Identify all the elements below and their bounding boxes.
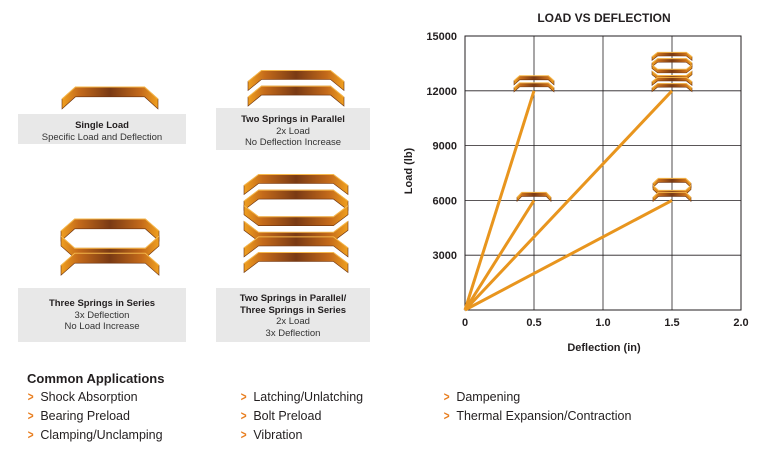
caption-single-load: Single Load Specific Load and Deflection: [18, 114, 186, 144]
caption-parallel-series: Two Springs in Parallel/ Three Springs i…: [216, 288, 370, 342]
chevron-right-icon: >: [240, 409, 247, 423]
caption-line: 3x Deflection: [74, 309, 130, 321]
x-tick-label: 1.0: [595, 317, 610, 329]
disc-spring: [243, 205, 349, 226]
y-tick-label: 15000: [426, 31, 457, 43]
y-tick-label: 3000: [433, 250, 457, 262]
series-line: [463, 90, 536, 311]
chevron-right-icon: >: [27, 428, 34, 442]
disc-spring: [651, 83, 693, 93]
disc-spring: [60, 235, 160, 259]
application-item: >Bolt Preload: [240, 409, 322, 423]
x-tick-label: 0: [462, 317, 468, 329]
disc-spring: [652, 191, 692, 203]
series-line: [463, 199, 536, 311]
chevron-right-icon: >: [27, 390, 34, 404]
chart-markers: [513, 51, 693, 203]
disc-spring: [247, 70, 345, 92]
x-tick-label: 2.0: [733, 317, 748, 329]
chart-grid: [464, 35, 742, 311]
disc-spring: [243, 220, 349, 242]
caption-line: Specific Load and Deflection: [41, 131, 163, 143]
disc-spring: [651, 51, 693, 62]
single-spring-illustration: [61, 86, 159, 110]
disc-spring: [651, 64, 693, 74]
disc-spring: [60, 218, 160, 242]
parallel-springs-illustration: [247, 70, 345, 107]
caption-line: 3x Deflection: [265, 327, 321, 339]
applications-title: Common Applications: [27, 371, 165, 386]
x-tick-label: 0.5: [526, 317, 541, 329]
load-vs-deflection-chart: LOAD VS DEFLECTION Load (lb) Deflection …: [403, 11, 749, 354]
chevron-right-icon: >: [27, 409, 34, 423]
caption-line: No Load Increase: [64, 321, 140, 332]
caption-title: Three Springs in Series: [48, 298, 156, 309]
x-tick-label: 1.5: [664, 317, 679, 329]
disc-spring: [243, 252, 349, 274]
chevron-right-icon: >: [443, 390, 450, 404]
disc-spring: [243, 236, 349, 258]
data-point-marker: [652, 177, 692, 203]
disc-spring: [516, 191, 552, 203]
chart-title: LOAD VS DEFLECTION: [537, 11, 670, 25]
caption-title: Three Springs in Series: [239, 304, 347, 316]
y-tick-label: 9000: [433, 141, 457, 153]
caption-line: 2x Load: [276, 316, 310, 327]
chart-series: [463, 89, 674, 312]
disc-spring: [243, 174, 349, 196]
disc-spring: [513, 75, 555, 86]
caption-line: No Deflection Increase: [244, 137, 342, 148]
caption-title: Two Springs in Parallel: [241, 114, 345, 125]
application-item: >Bearing Preload: [27, 409, 130, 423]
application-item: >Dampening: [443, 390, 521, 404]
chevron-right-icon: >: [240, 390, 247, 404]
chevron-right-icon: >: [240, 428, 247, 442]
data-point-marker: [516, 191, 552, 203]
y-tick-label: 6000: [433, 195, 457, 207]
y-axis-label: Load (lb): [403, 147, 415, 194]
disc-spring: [243, 189, 349, 211]
disc-spring: [247, 85, 345, 107]
parallel-series-springs-illustration: [243, 174, 349, 274]
disc-spring: [60, 252, 160, 276]
chart-ticks: 3000 6000 9000 12000 15000 0 0.5 1.0 1.5 2.0: [426, 31, 748, 329]
caption-series: Three Springs in Series 3x Deflection No…: [18, 288, 186, 342]
application-item: >Shock Absorption: [27, 390, 138, 404]
data-point-marker: [651, 51, 693, 93]
caption-title: Single Load: [75, 120, 129, 131]
disc-spring: [651, 76, 693, 86]
data-point-marker: [513, 75, 555, 93]
series-line: [463, 89, 674, 312]
caption-title: Two Springs in Parallel/: [239, 293, 347, 304]
chevron-right-icon: >: [443, 409, 450, 423]
application-item: >Thermal Expansion/Contraction: [443, 409, 632, 423]
disc-spring: [61, 86, 159, 110]
series-springs-illustration: [60, 218, 160, 276]
y-tick-label: 12000: [426, 86, 457, 98]
application-item: >Vibration: [240, 428, 303, 442]
application-item: >Latching/Unlatching: [240, 390, 364, 404]
series-line: [464, 199, 673, 312]
caption-parallel: Two Springs in Parallel 2x Load No Defle…: [216, 108, 370, 150]
caption-line: 2x Load: [276, 125, 310, 137]
application-item: >Clamping/Unclamping: [27, 428, 163, 442]
x-axis-label: Deflection (in): [567, 342, 641, 354]
disc-spring: [513, 82, 555, 93]
